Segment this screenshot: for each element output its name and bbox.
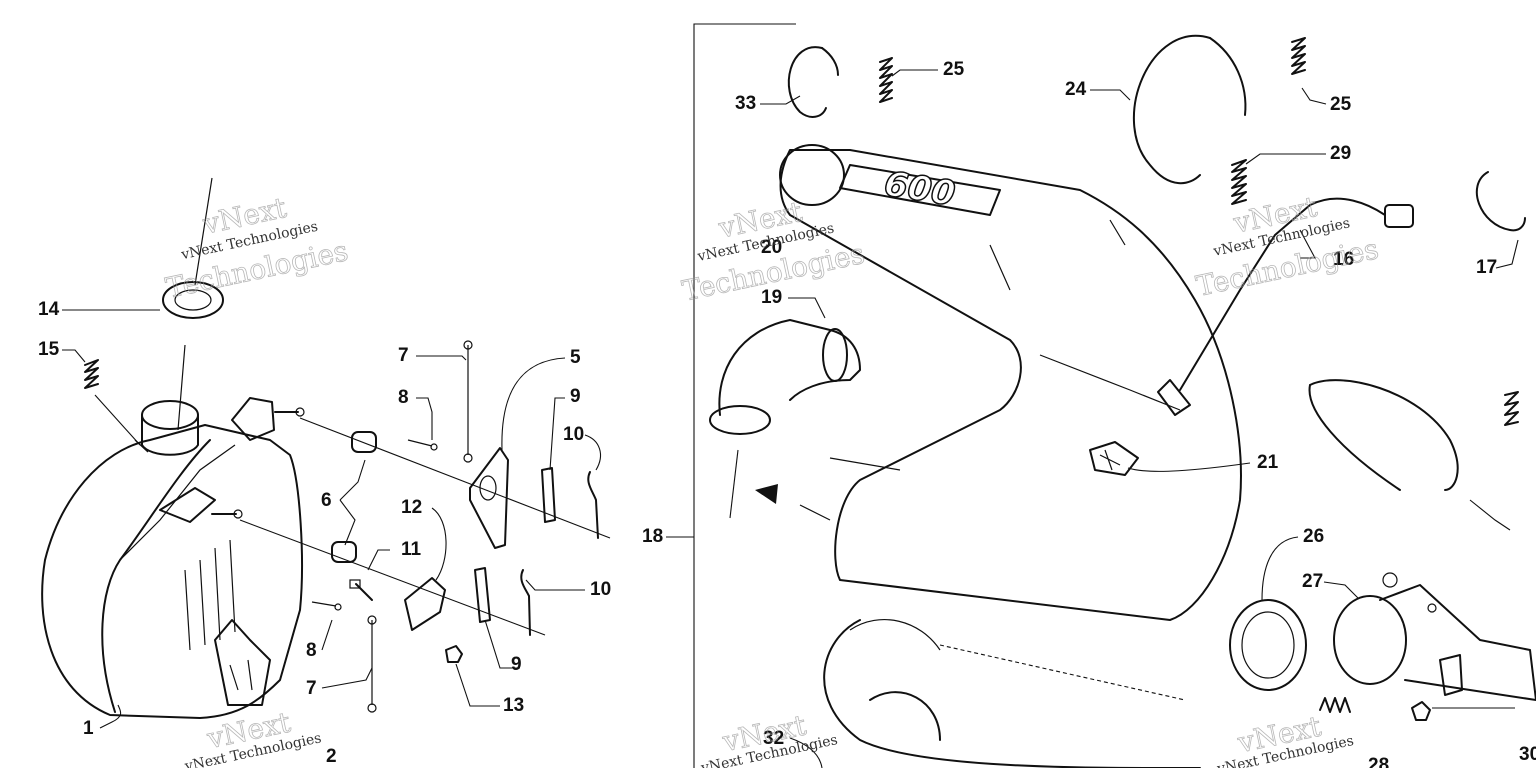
assembly-bracket-18 (666, 23, 796, 768)
callout-12: 12 (401, 497, 422, 518)
callout-8a: 8 (398, 387, 409, 408)
callout-10b: 10 (590, 579, 611, 600)
callout-9b: 9 (511, 654, 522, 675)
watermark-6: vNext vNext Technologies (1215, 709, 1355, 768)
nut-30 (1411, 701, 1515, 721)
callout-20: 20 (761, 237, 782, 258)
callout-1: 1 (83, 718, 94, 739)
callout-13: 13 (503, 695, 524, 716)
callout-8b: 8 (306, 640, 317, 661)
callout-27: 27 (1302, 571, 1323, 592)
callout-7b: 7 (306, 678, 317, 699)
spring-28 (1319, 697, 1351, 713)
watermark-5: vNext vNext Technologies (699, 708, 839, 768)
spring-25b (1291, 37, 1306, 75)
spring-15 (84, 359, 141, 446)
callout-15: 15 (38, 339, 60, 360)
callout-25a: 25 (943, 59, 965, 80)
callout-26: 26 (1303, 526, 1324, 547)
gasket-21 (1089, 441, 1139, 476)
mounting-plate (469, 447, 509, 549)
callout-24: 24 (1065, 79, 1087, 100)
callout-9a: 9 (570, 386, 581, 407)
clip-17 (1475, 171, 1526, 232)
callout-11: 11 (401, 539, 422, 560)
callout-10a: 10 (563, 424, 584, 445)
callout-19: 19 (761, 287, 782, 308)
watermark-1: vNext vNext Technologies Technologies (162, 190, 351, 305)
leader-lines (62, 69, 1519, 768)
callout-14: 14 (38, 299, 60, 320)
callout-28: 28 (1368, 755, 1389, 768)
resonator-housing (41, 397, 303, 719)
watermark-3: vNext vNext Technologies Technologies (1193, 189, 1382, 303)
watermark-2: vNext vNext Technologies Technologies (679, 194, 868, 308)
callout-2: 2 (326, 746, 337, 767)
callout-5: 5 (570, 347, 581, 368)
callout-33: 33 (735, 93, 756, 114)
callout-21: 21 (1257, 452, 1279, 473)
muffler-badge-text: 600 (882, 164, 958, 215)
ring-26 (1229, 599, 1307, 691)
callout-7a: 7 (398, 345, 409, 366)
seal-ring (162, 177, 224, 431)
flange-27 (1333, 572, 1536, 701)
callout-29: 29 (1330, 143, 1351, 164)
callout-30: 30 (1519, 744, 1536, 765)
band-clamp-right (1308, 379, 1519, 491)
rubber-grommets (331, 431, 377, 563)
small-hardware (311, 439, 599, 663)
callout-18: 18 (642, 526, 663, 547)
callout-16: 16 (1333, 249, 1354, 270)
spring-29 (1231, 159, 1247, 205)
callout-17: 17 (1476, 257, 1497, 278)
outlet-pipe (709, 319, 861, 519)
clamp-33 (787, 46, 839, 118)
callout-25b: 25 (1330, 94, 1352, 115)
callout-32: 32 (763, 728, 784, 749)
springs-7 (367, 340, 473, 713)
clamp-24 (1133, 34, 1247, 185)
watermark-4: vNext vNext Technologies (183, 705, 323, 768)
callout-labels: 1 2 5 6 7 7 8 8 9 9 10 10 11 12 13 14 15… (38, 59, 1536, 768)
callout-6: 6 (321, 490, 332, 511)
spring-25a (879, 57, 893, 103)
temperature-sensor (1157, 197, 1414, 416)
